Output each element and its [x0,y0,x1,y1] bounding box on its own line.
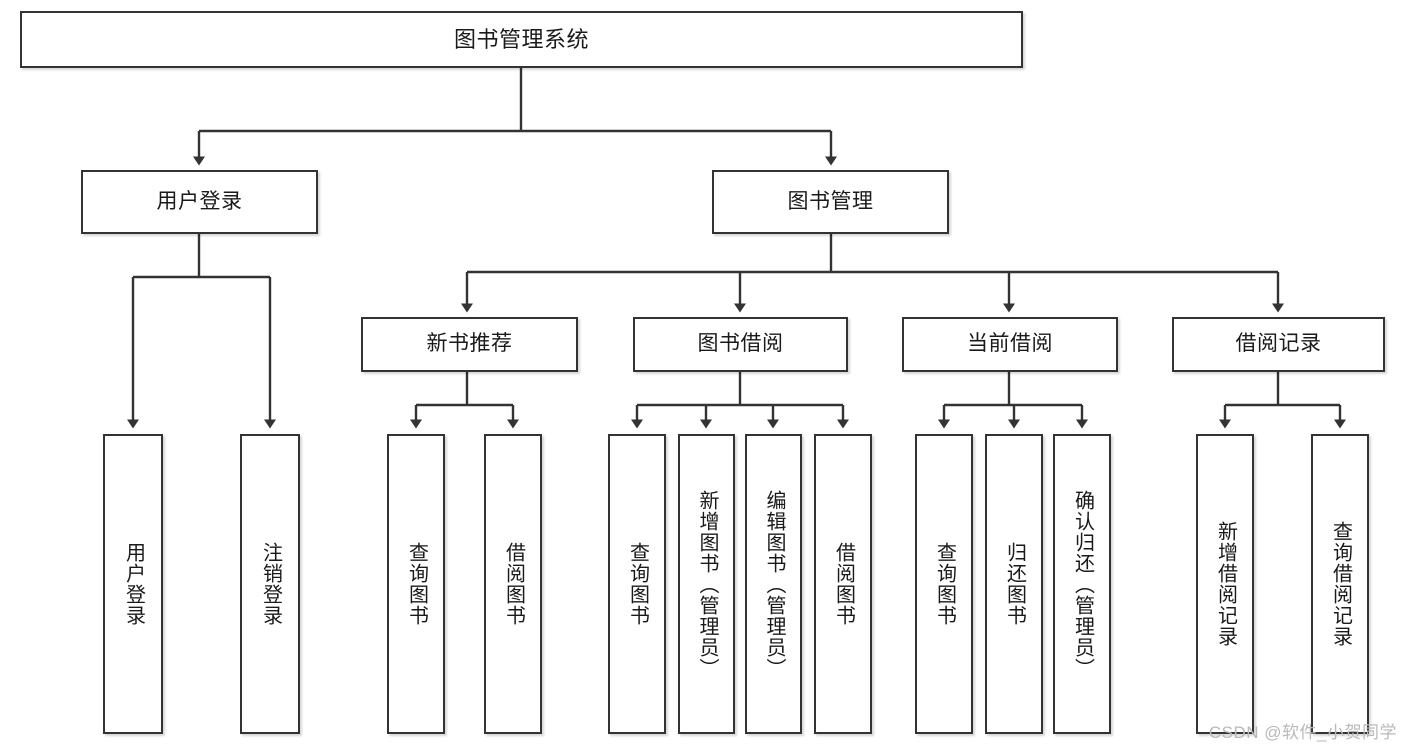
node-book-borrow-label: 图书借阅 [697,332,784,356]
node-leaf-borrow-book-2[interactable]: 借阅图书 [814,434,872,734]
node-leaf-query-book-2[interactable]: 查询图书 [608,434,666,734]
node-current-borrow[interactable]: 当前借阅 [902,317,1118,372]
node-leaf-query-record-label: 查询借阅记录 [1329,521,1352,647]
node-leaf-query-book-3-label: 查询图书 [933,542,956,626]
node-book-manage[interactable]: 图书管理 [712,170,949,234]
node-borrow-record[interactable]: 借阅记录 [1172,317,1385,372]
node-borrow-record-label: 借阅记录 [1235,332,1322,356]
node-user-login-label: 用户登录 [156,189,243,213]
node-leaf-query-record[interactable]: 查询借阅记录 [1311,434,1369,734]
node-new-book-rec[interactable]: 新书推荐 [361,317,578,372]
node-leaf-borrow-book-1-label: 借阅图书 [502,542,525,626]
node-leaf-logout[interactable]: 注销登录 [240,434,300,734]
node-leaf-user-login[interactable]: 用户登录 [103,434,163,734]
node-leaf-edit-book-label: 编辑图书（管理员） [763,489,785,679]
node-root-label: 图书管理系统 [453,26,589,52]
node-leaf-user-login-label: 用户登录 [122,542,145,626]
node-leaf-add-record[interactable]: 新增借阅记录 [1196,434,1254,734]
node-leaf-confirm-return-label: 确认归还（管理员） [1071,489,1094,679]
node-leaf-query-book-1-label: 查询图书 [405,542,428,626]
node-leaf-add-book-label: 新增图书（管理员） [696,489,718,679]
node-leaf-borrow-book-1[interactable]: 借阅图书 [484,434,542,734]
node-leaf-query-book-3[interactable]: 查询图书 [915,434,973,734]
node-leaf-add-record-label: 新增借阅记录 [1214,521,1237,647]
node-leaf-borrow-book-2-label: 借阅图书 [832,542,855,626]
watermark: CSDN @软件_小贺同学 [1208,723,1397,742]
node-current-borrow-label: 当前借阅 [967,332,1053,356]
node-user-login[interactable]: 用户登录 [81,170,318,234]
node-leaf-query-book-1[interactable]: 查询图书 [387,434,445,734]
node-root[interactable]: 图书管理系统 [20,11,1023,68]
node-leaf-logout-label: 注销登录 [259,542,282,626]
node-leaf-query-book-2-label: 查询图书 [626,542,649,626]
node-leaf-edit-book[interactable]: 编辑图书（管理员） [745,434,802,734]
node-leaf-return-book-label: 归还图书 [1003,542,1026,626]
node-leaf-confirm-return[interactable]: 确认归还（管理员） [1053,434,1111,734]
node-leaf-add-book[interactable]: 新增图书（管理员） [678,434,735,734]
node-book-manage-label: 图书管理 [787,189,874,213]
node-new-book-rec-label: 新书推荐 [426,332,513,356]
node-book-borrow[interactable]: 图书借阅 [633,317,848,372]
node-leaf-return-book[interactable]: 归还图书 [985,434,1043,734]
